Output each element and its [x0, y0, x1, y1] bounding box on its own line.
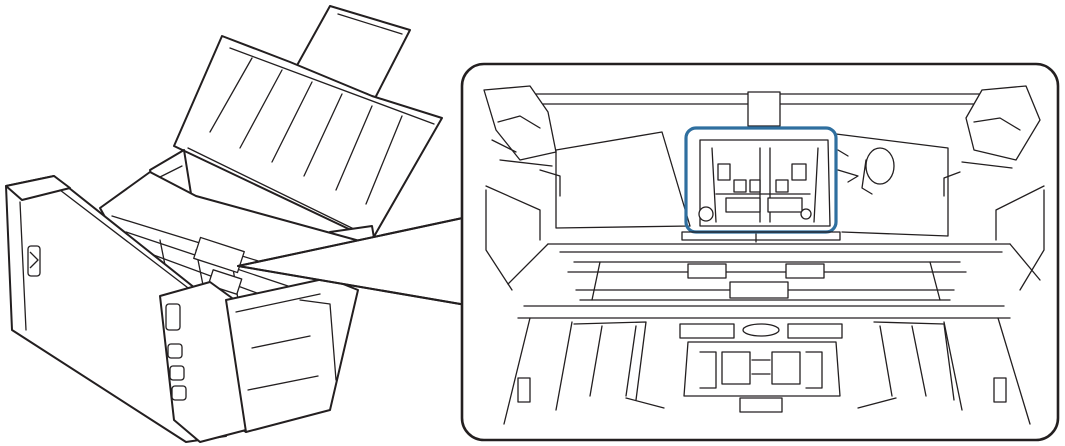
lower-rollers [503, 305, 1031, 425]
power-button [165, 303, 181, 331]
slow-button [171, 385, 187, 401]
start-button [167, 343, 183, 359]
scanner-side-body [159, 277, 359, 443]
paper-path-rails [567, 261, 967, 301]
detail-callout [460, 62, 1060, 442]
glass-strip [507, 243, 1041, 285]
scanner-overview [5, 5, 443, 443]
pickup-roller-assembly [698, 139, 831, 227]
stop-button [169, 365, 185, 381]
input-tray [173, 35, 443, 241]
right-hinge [943, 85, 1045, 241]
